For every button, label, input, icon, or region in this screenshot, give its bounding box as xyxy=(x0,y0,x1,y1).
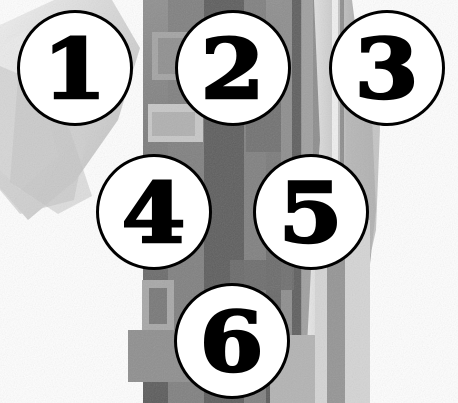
cylinder-3-marker[interactable]: 3 xyxy=(329,10,445,126)
cylinder-1-label: 1 xyxy=(43,29,107,111)
cylinder-5-marker[interactable]: 5 xyxy=(253,154,369,270)
cylinder-4-marker[interactable]: 4 xyxy=(96,154,212,270)
cylinder-2-label: 2 xyxy=(201,29,265,111)
cylinder-2-marker[interactable]: 2 xyxy=(175,10,291,126)
cylinder-6-marker[interactable]: 6 xyxy=(174,283,290,399)
cylinder-5-label: 5 xyxy=(279,173,343,255)
cylinder-6-label: 6 xyxy=(200,302,264,384)
cylinder-4-label: 4 xyxy=(122,173,186,255)
cylinder-1-marker[interactable]: 1 xyxy=(17,10,133,126)
cylinder-3-label: 3 xyxy=(355,29,419,111)
